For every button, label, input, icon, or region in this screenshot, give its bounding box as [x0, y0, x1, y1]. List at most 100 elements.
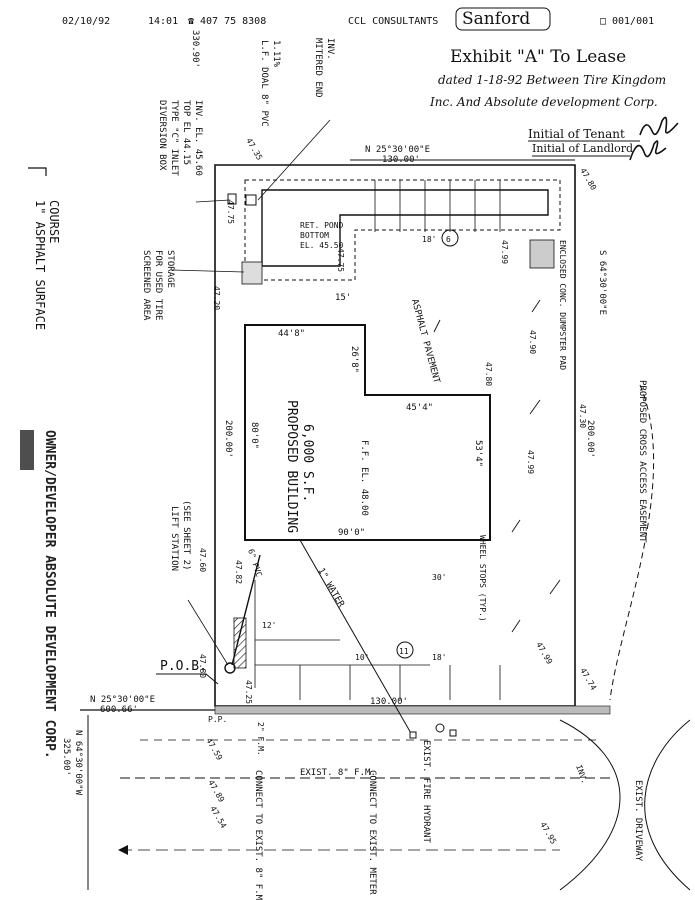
dim-step: 45'4"	[406, 403, 433, 413]
building-footprint	[244, 324, 491, 541]
south-bearing: N 25°30'00"E	[90, 695, 155, 705]
el-17: 47.89	[206, 779, 226, 805]
phone-icon: ☎	[188, 16, 194, 27]
dim-18b: 18'	[432, 653, 446, 662]
fax-page: 001/001	[612, 16, 654, 27]
slope-arrow-2	[529, 399, 541, 415]
exhibit-line-2: dated 1-18-92 Between Tire Kingdom	[438, 73, 666, 87]
screened-area: SCREENED AREA	[141, 250, 151, 321]
used-tire: FOR USED TIRE	[153, 250, 163, 320]
space-count-6	[441, 229, 459, 247]
el-19: 47.95	[538, 821, 558, 847]
landlord-signature	[629, 140, 667, 161]
type-c-inlet: TYPE "C" INLET	[169, 100, 179, 176]
connect-fm: CONNECT TO EXIST. 8" F.M.	[253, 770, 263, 900]
exist-fm: EXIST. 8" F.M.	[300, 768, 376, 778]
sidewalk-strip	[214, 705, 611, 715]
slope-arrow-4	[549, 579, 561, 595]
owner-smudge-1	[20, 430, 34, 470]
utilities: LIFT STATION (SEE SHEET 2) 6" PVC 1" WAT…	[118, 500, 610, 900]
dumpster-pad	[529, 239, 555, 269]
exhibit-title: Exhibit "A" To Lease	[450, 47, 626, 67]
proposed-building: 44'8" 26'8" 45'4" 53'4" 80'0" 90'0" PROP…	[244, 324, 491, 541]
building-label: PROPOSED BUILDING	[284, 400, 299, 533]
property-boundary: N 25°30'00"E 130.00' 200.00' 200.00' S 6…	[61, 145, 611, 890]
el-7: 47.80	[484, 362, 493, 386]
space-11-label: 11	[399, 647, 409, 656]
building-area: 6,000 S.F.	[300, 424, 315, 502]
exist-fire-hydrant: EXIST. FIRE HYDRANT	[421, 740, 431, 844]
owner-text: OWNER/DEVELOPER ABSOLUTE DEVELOPMENT COR…	[42, 430, 57, 759]
driveway-curve-1	[559, 719, 621, 891]
slope-arrow-1	[531, 299, 541, 313]
el-14: 47.99	[534, 641, 554, 667]
lf-pvc: L.F. DOAL 8" PVC	[259, 40, 269, 127]
page-icon: □	[600, 16, 606, 27]
asphalt-pavement: ASPHALT PAVEMENT	[409, 298, 441, 385]
ret-pond-label: RET. POND	[300, 221, 344, 230]
el-1: 47.75	[226, 200, 235, 224]
enclosed-dumpster: ENCLOSED CONC. DUMPSTER PAD	[558, 240, 567, 370]
el-11: 47.60	[198, 548, 207, 572]
south-length: 130.00'	[370, 697, 408, 707]
fax-location: Sanford	[462, 9, 530, 29]
diversion-leader	[195, 199, 231, 203]
easement-line	[609, 384, 655, 701]
hydrant-symbol	[435, 723, 445, 733]
el-20: 47.25	[244, 680, 253, 704]
parking-area: 6 18' ENCLOSED CONC. DUMPSTER PAD ASPHAL…	[233, 180, 567, 700]
el-18: 47.54	[208, 805, 228, 831]
pp-label: P.P.	[208, 715, 227, 724]
mitered-leader	[257, 119, 331, 201]
el-6: 47.90	[528, 330, 537, 354]
dim-18a: 18'	[422, 235, 436, 244]
connect-meter: CONNECT TO EXIST. METER	[367, 770, 377, 895]
dim-10b: 10'	[355, 653, 369, 662]
space-count-11	[396, 641, 414, 659]
slope-arrow-6	[511, 619, 521, 633]
lift-station-symbol	[224, 662, 236, 674]
asphalt-leader	[28, 167, 47, 176]
storage: STORAGE	[165, 250, 175, 288]
fax-date: 02/10/92	[62, 16, 110, 27]
el-12: 47.82	[234, 560, 243, 584]
fax-phone: 407 75 8308	[200, 16, 266, 27]
south-dim: 600.66'	[100, 705, 138, 715]
tenant-signature	[639, 116, 679, 136]
driveway-curve-2	[644, 719, 691, 891]
el-15: 47.74	[578, 667, 598, 693]
fm-2: 2" F.M.	[256, 722, 265, 756]
slope-arrow-5	[433, 319, 441, 333]
el-2: 47.35	[244, 137, 264, 163]
initial-landlord-label: Initial of Landlord	[532, 142, 633, 155]
pvc-force-main	[231, 554, 261, 666]
easement-driveway: PROPOSED CROSS ACCESS EASEMENT EXIST. DR…	[559, 380, 691, 891]
dim-top: 44'8"	[278, 329, 305, 339]
dim-12: 12'	[262, 621, 276, 630]
exhibit-line-3: Inc. And Absolute development Corp.	[429, 95, 658, 109]
el-4: 47.75	[336, 248, 345, 272]
location-box	[455, 7, 551, 31]
slope: 1.11%	[271, 40, 281, 68]
north-length: 130.00'	[382, 155, 420, 165]
slope-arrow-3	[511, 519, 521, 533]
diversion-box-symbol	[227, 193, 237, 205]
proposed-cross: PROPOSED CROSS ACCESS EASEMENT	[637, 380, 647, 543]
exhibit-block: Exhibit "A" To Lease dated 1-18-92 Betwe…	[429, 47, 679, 161]
dim-15: 15'	[335, 293, 351, 303]
mitered-end-symbol	[245, 194, 257, 206]
fax-sender: CCL CONSULTANTS	[348, 16, 438, 27]
east-length: 200.00'	[585, 420, 595, 458]
asphalt-course-label: COURSE	[47, 200, 61, 243]
north-bearing: N 25°30'00"E	[365, 145, 430, 155]
owner-block: OWNER/DEVELOPER ABSOLUTE DEVELOPMENT COR…	[20, 430, 57, 759]
space-6-label: 6	[446, 235, 451, 244]
drainage-annotations: 330.90' L.F. DOAL 8" PVC 1.11% MITERED E…	[141, 30, 335, 321]
pond-outer-edge	[244, 179, 561, 281]
hydrant-valve	[449, 729, 457, 737]
see-sheet: (SEE SHEET 2)	[181, 500, 191, 570]
exist-driveway: EXIST. DRIVEWAY	[633, 780, 643, 862]
retention-pond: RET. POND BOTTOM EL. 45.50 47.75	[226, 179, 561, 285]
